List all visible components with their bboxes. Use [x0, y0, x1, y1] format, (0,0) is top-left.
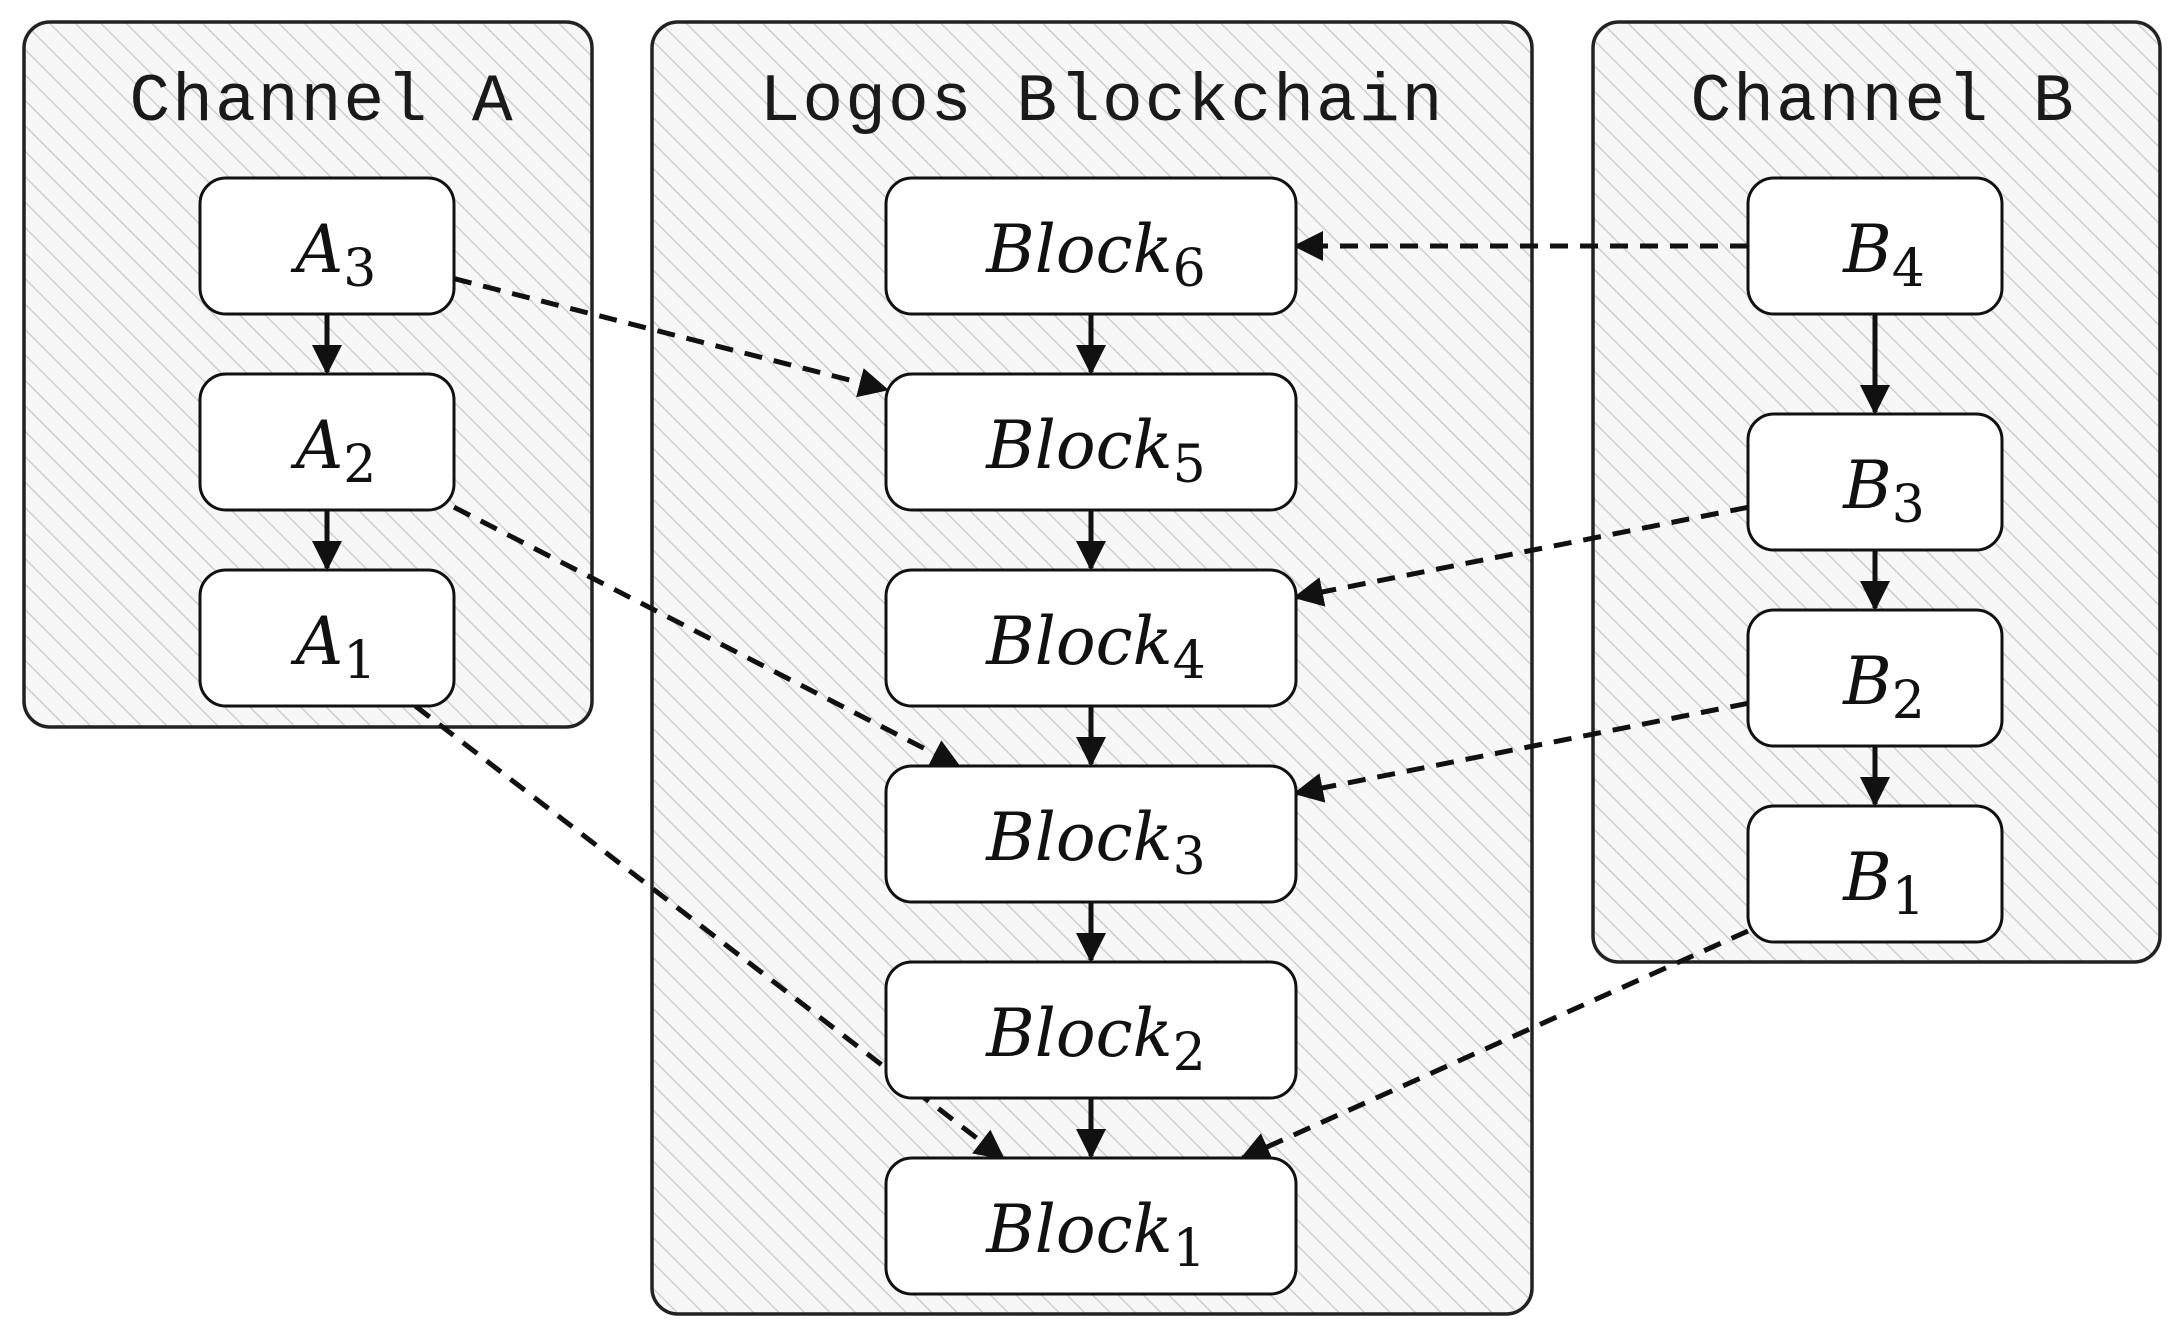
- node-block2-box: [884, 960, 1298, 1100]
- node-a2-box: [198, 372, 456, 512]
- dashed-edge-a2-to-block3: [452, 504, 962, 769]
- node-b2-label: B2: [1842, 643, 1925, 731]
- node-b4-box: [1746, 176, 2004, 316]
- dashed-edge-b2-to-block3: [1293, 700, 1749, 803]
- node-block3-label: Block3: [985, 799, 1205, 887]
- node-block1-label: Block1: [985, 1191, 1205, 1279]
- node-b2-box: [1746, 608, 2004, 748]
- dashed-edge-b1-to-block1: [1239, 928, 1750, 1161]
- node-a1-label: A1: [290, 603, 377, 691]
- node-a1: A1: [198, 568, 456, 708]
- node-block1: Block1: [884, 1156, 1298, 1296]
- node-a2-label: A2: [290, 407, 377, 495]
- panel-logos-blockchain-title: Logos Blockchain: [760, 64, 1445, 141]
- node-a3-label: A3: [290, 211, 377, 299]
- node-block6: Block6: [884, 176, 1298, 316]
- node-block6-box: [884, 176, 1298, 316]
- node-block5-box: [884, 372, 1298, 512]
- node-b2: B2: [1746, 608, 2004, 748]
- node-b1: B1: [1746, 804, 2004, 944]
- node-b3: B3: [1746, 412, 2004, 552]
- node-a3: A3: [198, 176, 456, 316]
- node-block4-label: Block4: [985, 603, 1205, 691]
- node-block1-box: [884, 1156, 1298, 1296]
- dashed-edge-a3-to-block5: [453, 276, 889, 398]
- node-block2: Block2: [884, 960, 1298, 1100]
- node-block2-label: Block2: [985, 995, 1205, 1083]
- node-a2: A2: [198, 372, 456, 512]
- node-block4-box: [884, 568, 1298, 708]
- node-block6-label: Block6: [985, 211, 1205, 299]
- node-block3-box: [884, 764, 1298, 904]
- node-a1-box: [198, 568, 456, 708]
- node-b4-label: B4: [1842, 211, 1925, 299]
- dashed-edge-b3-to-block4: [1293, 504, 1749, 607]
- node-block5: Block5: [884, 372, 1298, 512]
- node-block4: Block4: [884, 568, 1298, 708]
- node-b1-box: [1746, 804, 2004, 944]
- node-block5-label: Block5: [985, 407, 1205, 495]
- node-b1-label: B1: [1842, 839, 1925, 927]
- node-b3-label: B3: [1842, 447, 1925, 535]
- node-block3: Block3: [884, 764, 1298, 904]
- node-b3-box: [1746, 412, 2004, 552]
- node-a3-box: [198, 176, 456, 316]
- panel-channel-b-title: Channel B: [1690, 64, 2075, 141]
- panel-channel-a-title: Channel A: [129, 64, 514, 141]
- node-b4: B4: [1746, 176, 2004, 316]
